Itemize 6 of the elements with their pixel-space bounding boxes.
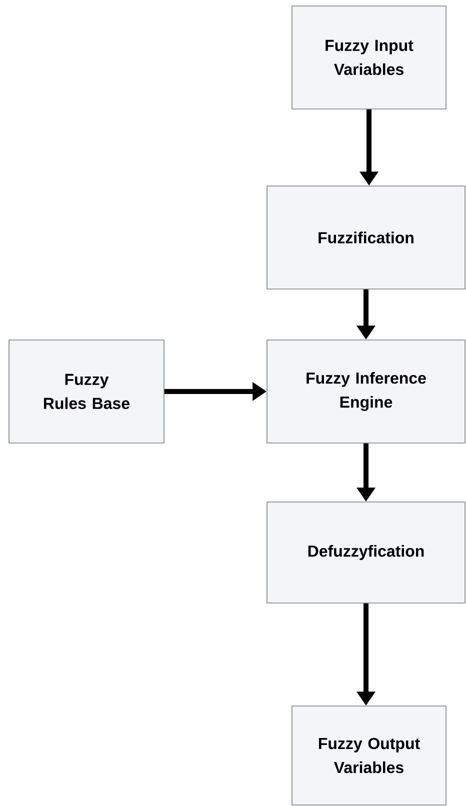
process-box: Fuzzy Input Variables <box>292 6 446 110</box>
process-box: Fuzzy Inference Engine <box>266 340 466 444</box>
process-box: Defuzzyfication <box>266 502 466 604</box>
process-box: Fuzzification <box>266 186 466 290</box>
process-box: Fuzzy Rules Base <box>8 340 164 444</box>
process-box: Fuzzy Output Variables <box>292 706 446 806</box>
